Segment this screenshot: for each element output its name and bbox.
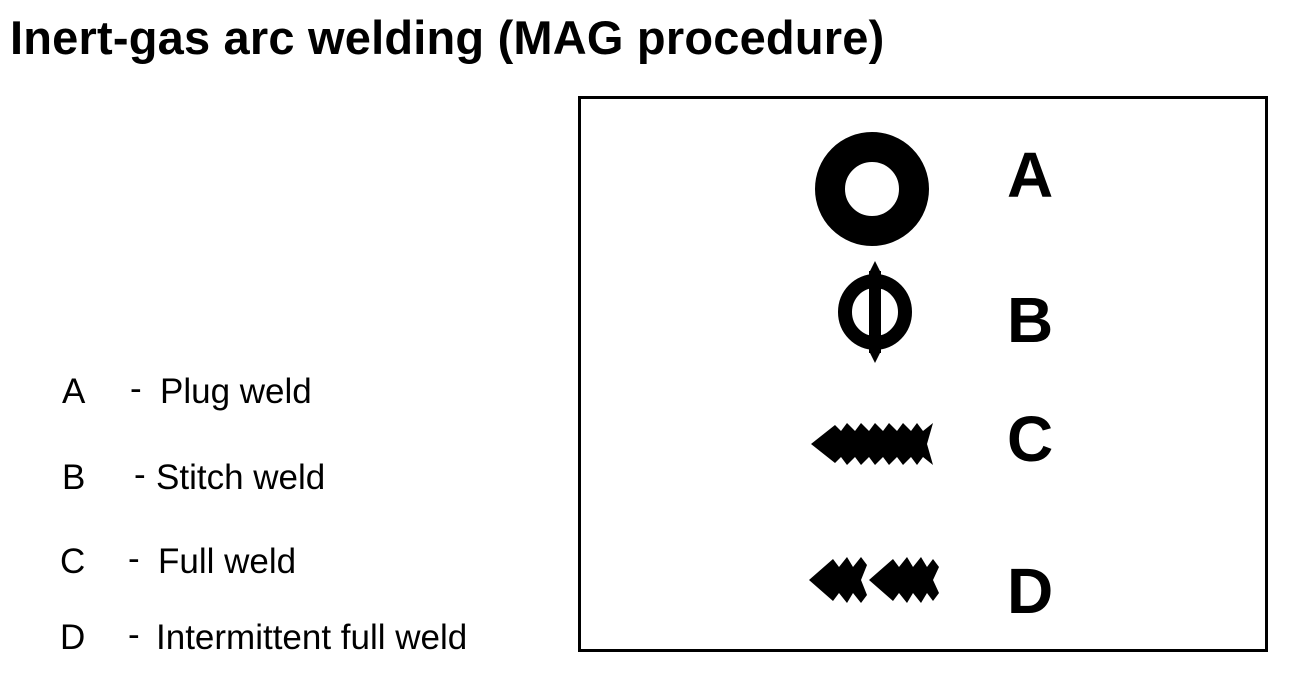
symbol-letter-a: A bbox=[1007, 139, 1054, 211]
plug-weld-ring-icon bbox=[815, 132, 929, 246]
symbol-letter-b: B bbox=[1007, 284, 1054, 356]
legend-dash: - bbox=[128, 615, 140, 654]
symbol-letter-d: D bbox=[1007, 555, 1054, 627]
legend-dash: - bbox=[130, 369, 142, 408]
legend-label: Full weld bbox=[158, 542, 297, 581]
legend-letter: B bbox=[62, 458, 86, 497]
symbol-box: A B C D bbox=[578, 96, 1268, 652]
page-title: Inert-gas arc welding (MAG procedure) bbox=[10, 11, 885, 64]
legend-label: Intermittent full weld bbox=[156, 618, 468, 657]
symbol-letter-c: C bbox=[1007, 403, 1054, 475]
intermittent-full-weld-double-arrow-icon bbox=[809, 557, 939, 603]
full-weld-arrow-icon bbox=[811, 423, 933, 465]
legend-label: Stitch weld bbox=[156, 458, 326, 497]
legend-letter: C bbox=[60, 542, 86, 581]
stitch-weld-phi-icon bbox=[838, 261, 912, 363]
legend-letter: A bbox=[62, 372, 86, 411]
legend-label: Plug weld bbox=[160, 372, 312, 411]
legend-dash: - bbox=[128, 539, 140, 578]
legend-dash: - bbox=[134, 455, 146, 494]
legend-letter: D bbox=[60, 618, 86, 657]
